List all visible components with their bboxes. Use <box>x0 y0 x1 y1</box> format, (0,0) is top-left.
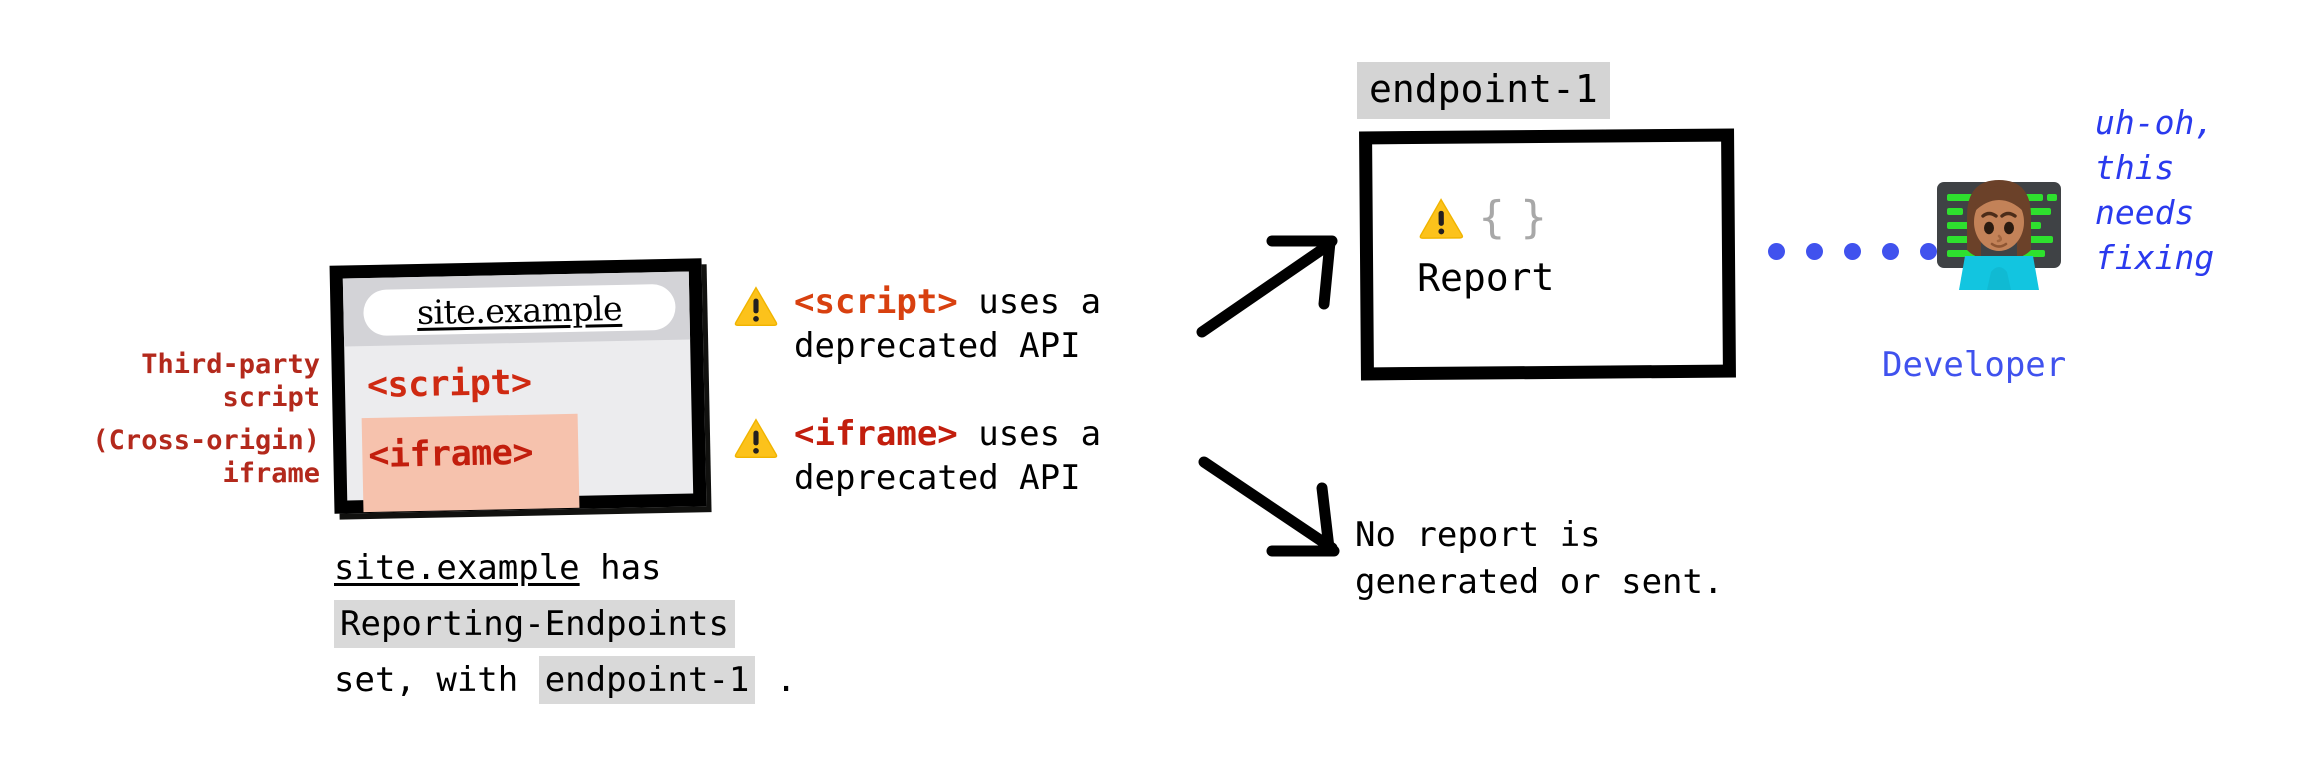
caption-set-with: set, with <box>334 660 539 700</box>
report-box-label: Report <box>1417 254 1555 301</box>
warning-triangle-icon <box>734 286 778 326</box>
browser-chrome-bar: site.example <box>342 271 691 347</box>
report-box-frame: { } Report <box>1359 128 1736 381</box>
dot <box>1844 243 1861 260</box>
report-box: { } Report <box>1359 128 1736 381</box>
caption-has: has <box>579 548 662 588</box>
developer-speech-text: uh-oh, this needs fixing <box>2095 103 2215 277</box>
endpoint-name-chip: endpoint-1 <box>1357 62 1610 119</box>
caption-endpoint-chip: endpoint-1 <box>538 656 756 704</box>
iframe-tag-code: <iframe> <box>367 432 534 477</box>
cross-origin-iframe-label: (Cross-origin) iframe <box>92 425 320 489</box>
warning-tag-iframe: <iframe> <box>794 414 958 454</box>
third-party-script-label: Third-party script <box>141 349 320 413</box>
warning-rest-script: uses a deprecated API <box>794 282 1102 366</box>
warning-rest-iframe: uses a deprecated API <box>794 414 1102 498</box>
browser-window-frame: site.example <script> <iframe> <box>329 258 707 514</box>
browser-caption: site.example has Reporting-Endpoints set… <box>334 540 954 708</box>
script-tag-code: <script> <box>366 362 532 407</box>
url-bar[interactable]: site.example <box>363 283 676 337</box>
warning-tag-script: <script> <box>794 282 958 322</box>
dot <box>1768 243 1785 260</box>
dot <box>1882 243 1899 260</box>
warning-text-iframe: <iframe> uses a deprecated API <box>794 412 1101 500</box>
woman-technologist-emoji <box>1937 180 2061 290</box>
json-braces-icon: { } <box>1477 191 1548 244</box>
browser-window: site.example <script> <iframe> <box>329 258 707 514</box>
arrow-up-right-icon <box>1196 235 1338 338</box>
warning-row-script: <script> uses a deprecated API <box>734 280 1101 368</box>
url-text: site.example <box>416 288 623 332</box>
warning-triangle-icon <box>1419 198 1464 239</box>
caption-site: site.example <box>334 548 580 588</box>
report-box-icons: { } <box>1419 191 1548 244</box>
dot <box>1920 243 1937 260</box>
warning-triangle-icon <box>734 418 778 458</box>
no-report-text: No report is generated or sent. <box>1355 515 1724 602</box>
developer-label: Developer <box>1882 345 2067 385</box>
warning-row-iframe: <iframe> uses a deprecated API <box>734 412 1101 500</box>
warning-text-script: <script> uses a deprecated API <box>794 280 1101 368</box>
caption-period: . <box>755 660 797 700</box>
caption-header-chip: Reporting-Endpoints <box>334 600 735 648</box>
arrow-down-right-icon <box>1198 456 1340 557</box>
dot <box>1806 243 1823 260</box>
